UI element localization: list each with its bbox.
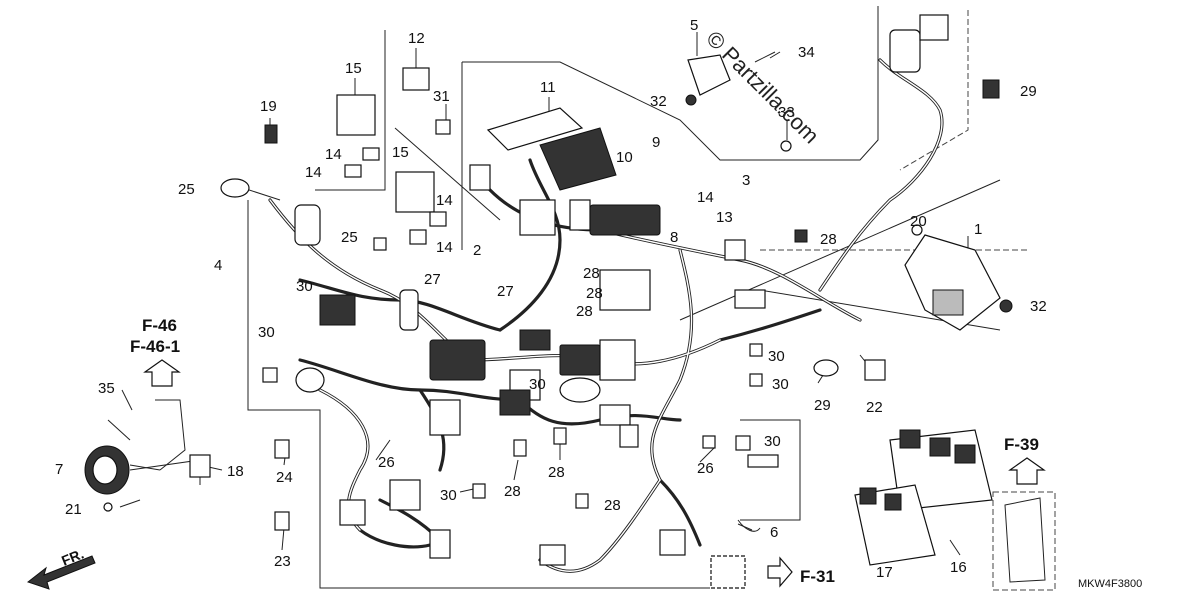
callout-30e: 30 <box>772 376 789 393</box>
ref-arrows <box>26 359 1046 590</box>
callout-15a: 15 <box>345 60 362 77</box>
leader-lines <box>119 32 969 561</box>
callout-30d: 30 <box>768 348 785 365</box>
callout-26b: 26 <box>697 460 714 477</box>
callout-7: 7 <box>55 461 63 478</box>
callout-31: 31 <box>433 88 450 105</box>
callout-30c: 30 <box>529 376 546 393</box>
callout-34: 34 <box>798 44 815 61</box>
callout-32b: 32 <box>1030 298 1047 315</box>
bracket-assembly <box>685 51 792 152</box>
callout-20: 20 <box>910 213 927 230</box>
callout-12: 12 <box>408 30 425 47</box>
diagram-code: MKW4F3800 <box>1078 578 1142 590</box>
callout-14d: 14 <box>436 239 453 256</box>
direction-label: FR. <box>59 545 86 568</box>
callout-30a: 30 <box>296 278 313 295</box>
callout-26a: 26 <box>378 454 395 471</box>
callout-6: 6 <box>770 524 778 541</box>
callout-33: 33 <box>778 104 795 121</box>
callout-10: 10 <box>616 149 633 166</box>
callout-2: 2 <box>473 242 481 259</box>
callout-23: 23 <box>274 553 291 570</box>
main-harness-wires <box>268 58 944 573</box>
callout-28b: 28 <box>583 265 600 282</box>
callout-27a: 27 <box>424 271 441 288</box>
callout-19: 19 <box>260 98 277 115</box>
callout-25b: 25 <box>341 229 358 246</box>
callout-17: 17 <box>876 564 893 581</box>
f39-part <box>992 491 1056 591</box>
connector-cluster <box>294 14 949 566</box>
callout-16: 16 <box>950 559 967 576</box>
callout-11: 11 <box>540 79 556 96</box>
callout-22: 22 <box>866 399 883 416</box>
callout-28g: 28 <box>586 285 603 302</box>
callout-14e: 14 <box>697 189 714 206</box>
module-part-1 <box>904 234 1001 331</box>
callout-9: 9 <box>652 134 660 151</box>
callout-14c: 14 <box>436 192 453 209</box>
callout-30b: 30 <box>258 324 275 341</box>
callout-4: 4 <box>214 257 222 274</box>
horn-assembly <box>84 399 211 512</box>
reference-labels: F-46 F-46-1 F-39 F-31 <box>130 316 1039 586</box>
fuse-box <box>486 107 617 191</box>
callout-15b: 15 <box>392 144 409 161</box>
ref-f39: F-39 <box>1004 435 1039 454</box>
ref-f461: F-46-1 <box>130 337 180 356</box>
callout-14b: 14 <box>305 164 322 181</box>
callout-30g: 30 <box>440 487 457 504</box>
callout-35: 35 <box>98 380 115 397</box>
callout-8: 8 <box>670 229 678 246</box>
ref-f31: F-31 <box>800 567 835 586</box>
callout-18: 18 <box>227 463 244 480</box>
callout-numbers: 1 2 3 4 5 6 7 8 9 10 11 12 13 14 14 14 1… <box>55 17 1047 581</box>
callout-27b: 27 <box>497 283 514 300</box>
callout-24: 24 <box>276 469 293 486</box>
callout-28f: 28 <box>604 497 621 514</box>
callout-29a: 29 <box>1020 83 1037 100</box>
clamps <box>220 79 1013 589</box>
callout-5: 5 <box>690 17 698 34</box>
callout-13: 13 <box>716 209 733 226</box>
callout-28e: 28 <box>504 483 521 500</box>
callout-32a: 32 <box>650 93 667 110</box>
callout-21: 21 <box>65 501 82 518</box>
callout-28c: 28 <box>576 303 593 320</box>
callout-30f: 30 <box>764 433 781 450</box>
callout-25a: 25 <box>178 181 195 198</box>
callout-14a: 14 <box>325 146 342 163</box>
callout-29b: 29 <box>814 397 831 414</box>
callout-1: 1 <box>974 221 982 238</box>
callout-28a: 28 <box>820 231 837 248</box>
relays <box>336 67 451 245</box>
callout-3: 3 <box>742 172 750 189</box>
ref-f46: F-46 <box>142 316 177 335</box>
ecu-units <box>854 429 993 566</box>
callout-28d: 28 <box>548 464 565 481</box>
